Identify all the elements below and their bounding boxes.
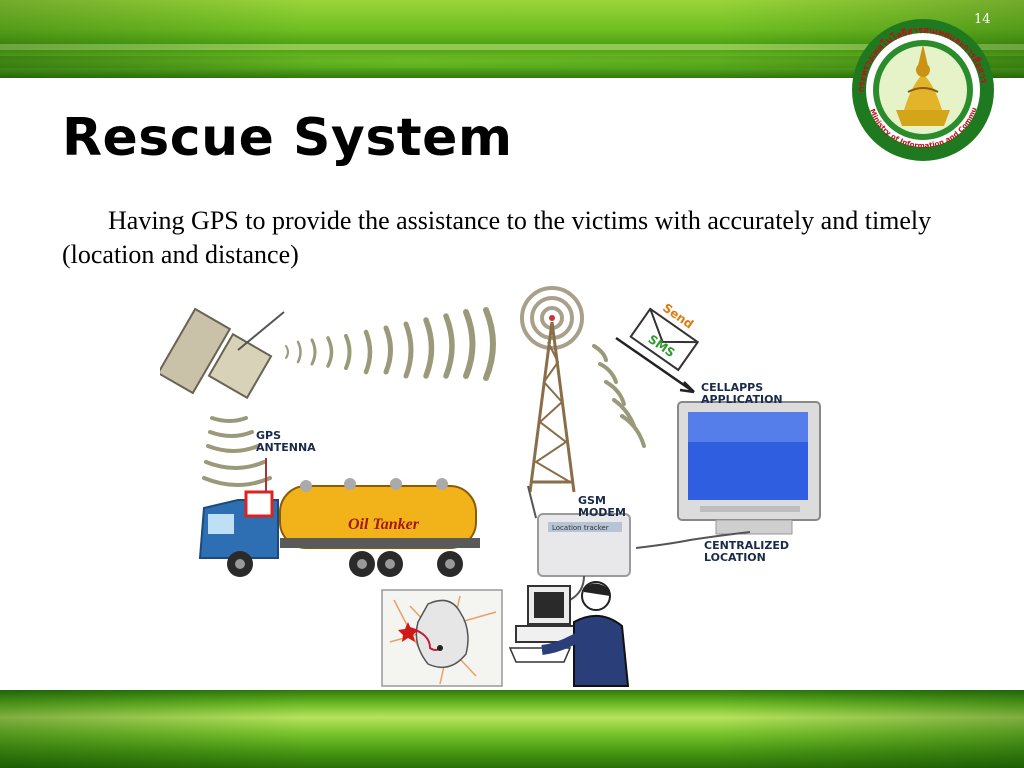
operator-at-computer-icon [508,581,630,687]
cell-tower-icon [520,286,584,493]
signal-waves-icon [285,307,496,381]
footer-band [0,690,1024,768]
sms-envelope-icon: Send SMS [629,301,700,372]
modem-screen-text: Location tracker [552,524,609,532]
centralized-location-label: CENTRALIZED LOCATION [704,539,790,564]
slide-body: Having GPS to provide the assistance to … [62,206,932,269]
header-band [0,0,1024,78]
cellapps-label: CELLAPPS APPLICATION [701,381,783,406]
slide-number: 14 [974,12,991,27]
sms-waves-icon [592,344,646,448]
satellite-icon [160,307,285,400]
monitor-icon [677,401,821,535]
oil-tanker-truck-icon: Oil Tanker [198,458,480,577]
gps-waves-icon [202,416,272,487]
slide-title: Rescue System [62,108,513,168]
truck-text: Oil Tanker [348,516,420,533]
gps-antenna-label: GPS ANTENNA [256,429,316,454]
ministry-logo: กระทรวงเทคโนโลยีสารสนเทศและการสื่อสาร Mi… [852,14,994,161]
gsm-modem-label: GSM MODEM [578,494,626,519]
map-icon [381,589,503,687]
rescue-diagram: Send SMS Location tracker [160,282,840,690]
